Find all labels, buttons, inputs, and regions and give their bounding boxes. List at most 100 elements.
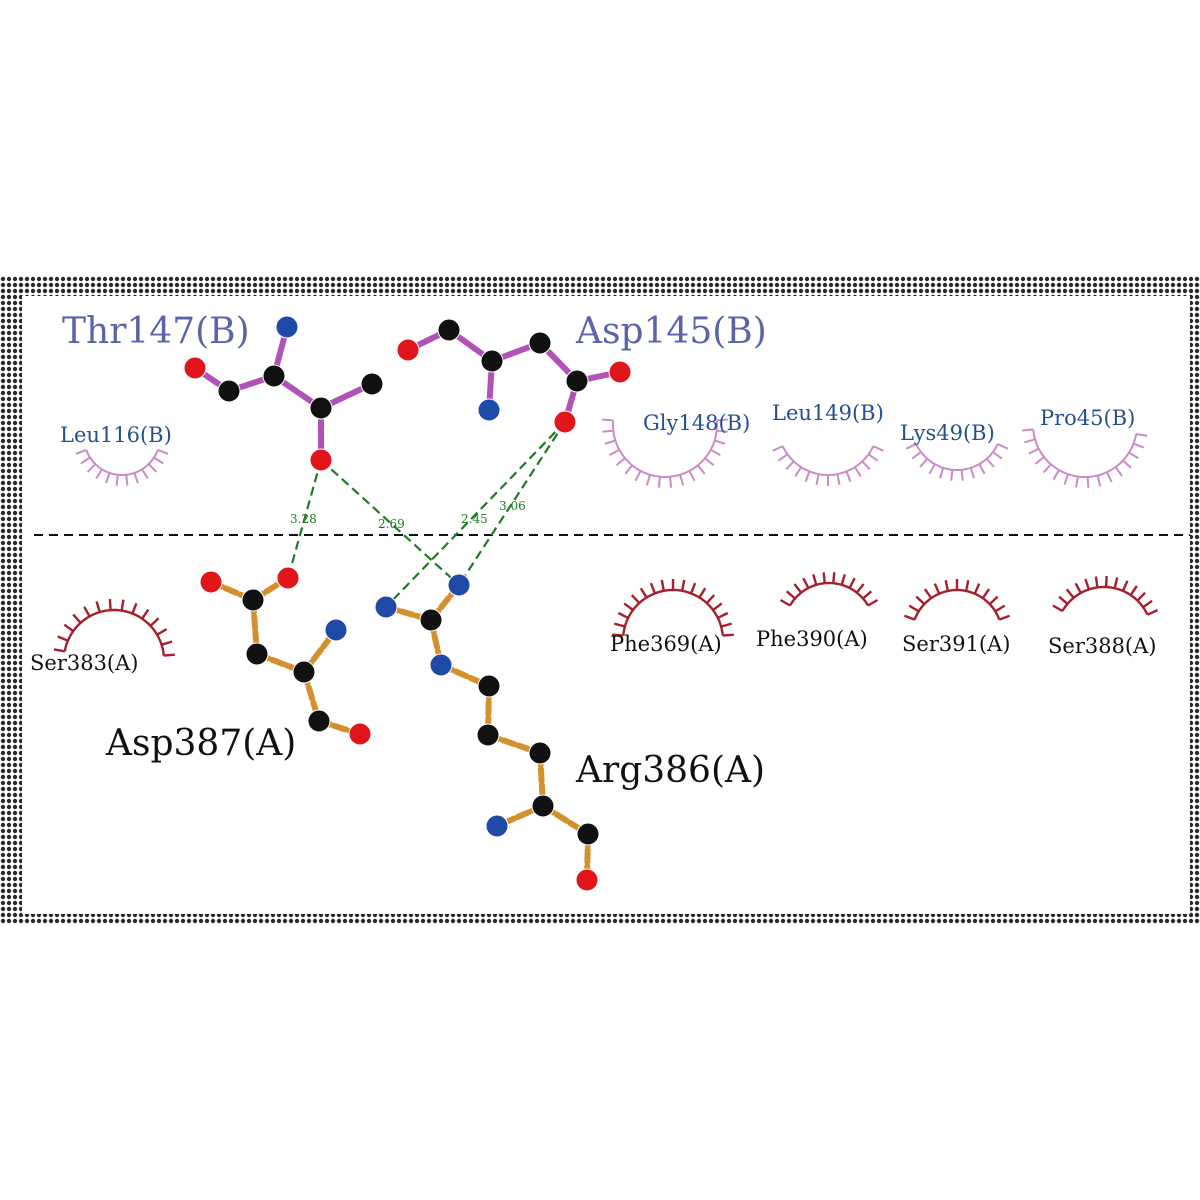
- arc-spike: [604, 439, 616, 445]
- arc-spike: [908, 604, 920, 613]
- arc-spike: [915, 595, 926, 605]
- arc-spike: [697, 464, 706, 475]
- atom-nitrogen: [429, 653, 453, 677]
- arc-spike: [848, 577, 856, 589]
- arc-spike: [609, 448, 620, 456]
- arc-spike: [832, 572, 836, 584]
- arc-curve: [788, 581, 870, 607]
- arc-spike: [994, 604, 1006, 613]
- arc-spike: [981, 588, 991, 599]
- arc-spike: [612, 633, 624, 637]
- arc-spike: [722, 633, 734, 637]
- hbond-distance-3: 2.45: [461, 512, 488, 526]
- arc-spike: [86, 463, 97, 473]
- residue-label-thr147: Thr147(B): [62, 311, 250, 352]
- hydrogen-bonds: [286, 421, 566, 608]
- arc-curve: [63, 608, 165, 656]
- arc-spike: [785, 590, 796, 600]
- arc-spike: [681, 579, 686, 592]
- atom-carbon: [476, 723, 500, 747]
- atom-oxygen: [396, 338, 420, 362]
- arc-leu116: [75, 449, 169, 486]
- residue-label-asp387: Asp387(A): [105, 723, 296, 764]
- atom-carbon: [307, 709, 331, 733]
- hydrophobic-label-ser391: Ser391(A): [902, 632, 1011, 656]
- arc-spike: [992, 451, 1003, 460]
- atom-carbon: [528, 741, 552, 765]
- arc-ser383: [53, 599, 175, 657]
- arc-spike: [1052, 469, 1060, 481]
- arc-spike: [855, 583, 865, 594]
- arc-spike: [57, 635, 69, 642]
- arc-ser388: [1052, 576, 1159, 616]
- arc-spike: [689, 582, 697, 594]
- atom-oxygen: [309, 448, 333, 472]
- arc-spike: [919, 458, 929, 468]
- arc-spike: [815, 473, 820, 486]
- arc-spike: [75, 449, 87, 455]
- arc-spike: [53, 648, 66, 653]
- arc-spike: [1058, 595, 1069, 605]
- arc-spike: [95, 601, 101, 613]
- hbond-line-1: [286, 459, 323, 579]
- arc-spike: [617, 611, 629, 619]
- arc-spike: [1096, 475, 1102, 487]
- atom-carbon: [245, 642, 269, 666]
- arc-spike: [988, 595, 999, 605]
- arc-spike: [928, 463, 936, 475]
- atom-carbon: [565, 369, 589, 393]
- arc-spike: [862, 590, 873, 600]
- arc-spike: [602, 418, 614, 422]
- atom-oxygen: [276, 566, 300, 590]
- arc-spike: [645, 474, 651, 486]
- arc-spike: [120, 599, 125, 611]
- arc-spike: [1142, 599, 1153, 609]
- arc-spike: [657, 476, 661, 488]
- arc-spike: [861, 460, 871, 471]
- arc-spike: [108, 599, 112, 611]
- atom-nitrogen: [275, 315, 299, 339]
- atom-carbon: [262, 364, 286, 388]
- arc-spike: [867, 453, 879, 462]
- atom-carbon: [360, 372, 384, 396]
- arc-spike: [717, 611, 729, 619]
- arc-spike: [964, 579, 970, 592]
- hbond-line-2: [320, 459, 460, 586]
- arc-spike: [836, 473, 841, 486]
- atom-oxygen: [199, 570, 223, 594]
- arc-spike: [1086, 476, 1090, 488]
- arc-spike: [1024, 438, 1036, 444]
- atom-carbon: [419, 608, 443, 632]
- arc-spike: [1042, 463, 1052, 474]
- hydrophobic-label-ser388: Ser388(A): [1048, 634, 1157, 658]
- arc-spike: [944, 579, 950, 592]
- atom-oxygen: [348, 722, 372, 746]
- arc-spike: [1094, 576, 1099, 588]
- arc-spike: [785, 460, 795, 471]
- hbond-distance-2: 2.69: [378, 517, 405, 531]
- arc-spike: [720, 622, 733, 628]
- arc-spike: [1104, 576, 1108, 588]
- frame: [0, 276, 1200, 924]
- arc-spike: [804, 471, 811, 483]
- arc-spike: [623, 602, 634, 611]
- arc-spike: [903, 614, 916, 621]
- hydrophobic-label-phe369: Phe369(A): [610, 632, 722, 656]
- atom-carbon: [437, 318, 461, 342]
- arc-spike: [698, 587, 707, 599]
- arc-spike: [905, 443, 917, 450]
- atom-carbon: [292, 660, 316, 684]
- arc-spike: [716, 418, 728, 422]
- arc-spike: [812, 573, 818, 586]
- arc-spike: [1136, 433, 1148, 437]
- arc-spike: [845, 471, 852, 483]
- arc-spike: [80, 456, 91, 465]
- arc-spike: [794, 466, 802, 477]
- arc-spike: [649, 582, 657, 594]
- residue-label-arg386: Arg386(A): [575, 750, 765, 791]
- arc-spike: [704, 457, 715, 466]
- hydrophobic-label-leu149: Leu149(B): [772, 401, 884, 425]
- arc-spike: [149, 617, 160, 627]
- arc-pro45: [1022, 428, 1148, 488]
- arc-spike: [998, 614, 1011, 621]
